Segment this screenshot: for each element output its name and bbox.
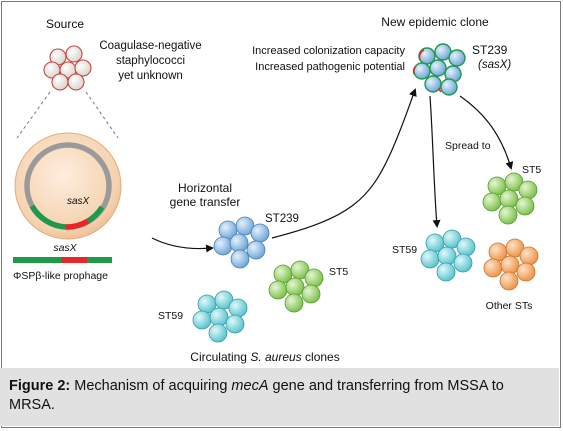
source-line-3: yet unknown — [118, 70, 183, 82]
epidemic-clone-gene: (sasX) — [478, 59, 512, 71]
prophage-label: ΦSPβ-like prophage — [13, 270, 108, 282]
spread-st5-cluster-icon — [482, 172, 538, 225]
st59-label: ST59 — [158, 310, 184, 322]
spread-st59-cluster-icon — [420, 229, 476, 282]
st5-label: ST5 — [329, 266, 349, 278]
transfer-line-2: gene transfer — [169, 195, 241, 209]
other-sts-cluster-icon — [483, 238, 539, 291]
epidemic-clone-name: ST239 — [472, 43, 508, 57]
transfer-line-1: Horizontal — [177, 181, 233, 195]
epidemic-title: New epidemic clone — [381, 15, 489, 29]
caption-text-b: gene and transferring from MSSA to MRSA. — [9, 378, 504, 413]
caption-text-a: Mechanism of acquiring — [70, 378, 232, 394]
trait-colonization: Increased colonization capacity — [252, 45, 405, 57]
arrow-icon — [151, 88, 514, 253]
sasx-bar-label: sasX — [53, 242, 77, 254]
source-line-2: staphylococci — [115, 55, 186, 67]
figure-caption: Figure 2: Mechanism of acquiring mecA ge… — [0, 368, 559, 426]
circulating-clones-label: Circulating S. aureus clones — [190, 350, 340, 364]
st239-label: ST239 — [265, 213, 299, 225]
epidemic-clone-cluster-icon — [413, 43, 466, 96]
other-sts-label: Other STs — [485, 300, 533, 312]
bacterial-cell-icon — [14, 132, 122, 240]
caption-gene: mecA — [231, 378, 269, 394]
source-title: Source — [45, 17, 85, 31]
spread-label: Spread to — [445, 140, 491, 152]
zoom-lines — [16, 91, 119, 139]
st239-cluster-icon — [213, 216, 270, 269]
sasx-insert-label: sasX — [67, 196, 90, 207]
spread-st5-label: ST5 — [522, 164, 542, 176]
source-cluster-icon — [43, 45, 92, 91]
spread-st59-label: ST59 — [392, 244, 418, 256]
gene-bar — [13, 257, 112, 263]
trait-pathogenic: Increased pathogenic potential — [255, 61, 405, 73]
source-line-1: Coagulase-negative — [99, 40, 202, 52]
epidemic-clone-marks — [412, 49, 442, 93]
st59-cluster-icon — [192, 290, 248, 343]
caption-label: Figure 2: — [9, 378, 71, 394]
st5-cluster-icon — [268, 260, 324, 313]
